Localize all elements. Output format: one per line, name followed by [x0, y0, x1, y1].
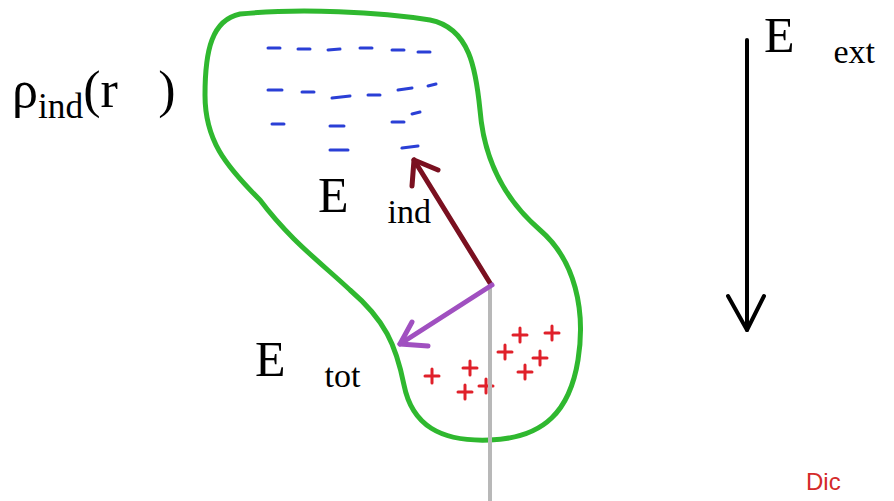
subscript: ind — [387, 193, 430, 230]
subscript: tot — [324, 357, 360, 394]
induced-field-label: E⃗ind — [318, 170, 431, 220]
symbol: E⃗ — [318, 167, 387, 223]
external-field-arrow — [728, 40, 764, 330]
symbol: E⃗ — [764, 7, 833, 63]
negative-charges — [268, 48, 436, 150]
symbol: E⃗ — [255, 331, 324, 387]
total-field-arrow — [400, 285, 492, 346]
argument: (r⃗) — [83, 61, 175, 118]
subscript: ind — [38, 86, 83, 126]
conductor-outline — [205, 11, 580, 440]
subscript: ext — [833, 33, 875, 70]
reference-line — [488, 285, 492, 501]
external-field-label: E⃗ext — [764, 10, 875, 60]
cut-off-note: Dic — [806, 470, 841, 494]
charge-density-label: ρind(r⃗) — [12, 64, 176, 116]
total-field-label: E⃗tot — [255, 334, 360, 384]
symbol: ρ — [12, 61, 38, 118]
